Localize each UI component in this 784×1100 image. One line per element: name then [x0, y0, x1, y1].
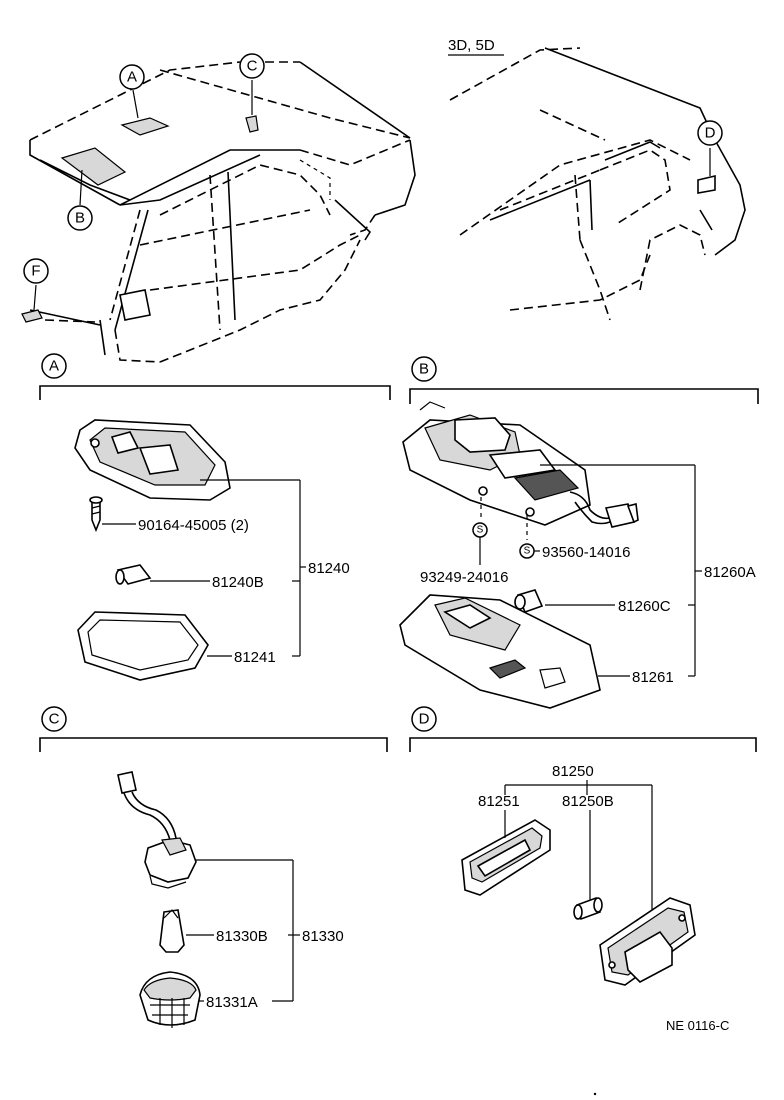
section-a-label: A — [49, 358, 59, 375]
callout-a-top: A — [119, 64, 145, 90]
svg-text:S: S — [477, 525, 484, 536]
section-c: C 81330B 81330 81331A — [39, 706, 388, 1028]
cover-c — [139, 971, 201, 1028]
bulb-b — [514, 589, 544, 614]
section-b-label: B — [419, 361, 429, 378]
lens-d — [461, 819, 551, 896]
part-93560-14016: 93560-14016 — [542, 544, 630, 561]
svg-text:C: C — [247, 58, 258, 75]
screw-a — [89, 496, 103, 533]
part-81240: 81240 — [308, 560, 350, 577]
part-81260a: 81260A — [704, 564, 756, 581]
lamp-a-location — [120, 89, 170, 136]
car-left-illustration — [29, 61, 416, 363]
connector-b — [569, 491, 639, 528]
section-a: A — [39, 353, 391, 681]
callout-b-top: B — [67, 205, 93, 231]
part-81261: 81261 — [632, 669, 674, 686]
svg-text:F: F — [31, 263, 40, 280]
part-81331a: 81331A — [206, 994, 258, 1011]
lens-a — [77, 611, 209, 681]
section-d: D 81250 81251 81250B — [409, 706, 757, 986]
svg-text:D: D — [705, 125, 716, 142]
part-93249-24016: 93249-24016 — [420, 569, 508, 586]
part-81250: 81250 — [552, 763, 594, 780]
part-81241: 81241 — [234, 649, 276, 666]
bulb-c — [159, 909, 185, 953]
lamp-c-location — [245, 80, 259, 133]
part-81250b: 81250B — [562, 793, 614, 810]
lens-b — [399, 594, 601, 709]
callout-c-top: C — [239, 53, 265, 79]
part-81260c: 81260C — [618, 598, 671, 615]
section-d-label: D — [419, 711, 430, 728]
screw-marker-1: S — [472, 522, 488, 538]
bulb-a — [115, 564, 152, 585]
socket-c — [117, 771, 197, 889]
lamp-f-location — [21, 284, 43, 323]
section-b: B S S — [399, 356, 759, 709]
part-90164-45005: 90164-45005 (2) — [138, 517, 249, 534]
license-lamp-housing-d — [599, 897, 696, 986]
map-lamp-base-b — [402, 401, 591, 526]
svg-text:A: A — [127, 69, 137, 86]
svg-text:S: S — [524, 546, 531, 557]
bulb-d — [573, 896, 603, 921]
part-81240b: 81240B — [212, 574, 264, 591]
screw-marker-2: S — [519, 543, 535, 559]
variant-label: 3D, 5D — [448, 37, 495, 54]
svg-text:B: B — [75, 210, 85, 227]
part-81330b: 81330B — [216, 928, 268, 945]
car-right-illustration — [449, 47, 746, 321]
callout-d-top: D — [697, 120, 723, 146]
callout-f-top: F — [23, 258, 49, 284]
part-81330: 81330 — [302, 928, 344, 945]
section-c-label: C — [49, 711, 60, 728]
drawing-code: NE 0116-C — [666, 1018, 729, 1033]
dome-lamp-housing-a — [74, 419, 231, 501]
lamp-b-location — [60, 147, 127, 206]
part-81251: 81251 — [478, 793, 520, 810]
